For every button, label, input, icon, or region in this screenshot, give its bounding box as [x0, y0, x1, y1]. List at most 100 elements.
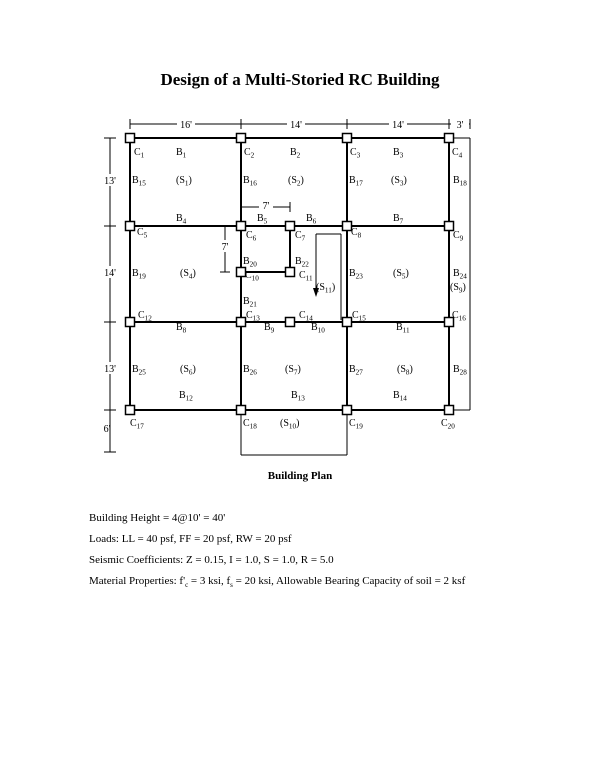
slab-label-s1: (S1): [176, 175, 192, 188]
beam-label-b2: B2: [290, 147, 301, 160]
beam-label-b22: B22: [295, 256, 309, 269]
slab-label-s8: (S8): [397, 364, 413, 377]
column-label-c9: C9: [453, 230, 464, 243]
beam-label-b17: B17: [349, 175, 363, 188]
beam-label-b20: B20: [243, 256, 257, 269]
column-label-c3: C3: [350, 147, 361, 160]
column-square: [284, 266, 296, 278]
dimension-label: 14': [104, 268, 116, 279]
column-square: [124, 316, 136, 328]
column-label-c15: C15: [352, 310, 366, 323]
column-square: [235, 220, 247, 232]
column-label-c13: C13: [246, 310, 260, 323]
column-label-c12: C12: [138, 310, 152, 323]
column-square: [443, 220, 455, 232]
design-notes: Building Height = 4@10' = 40' Loads: LL …: [89, 508, 589, 596]
stair-arrow-icon: [313, 288, 319, 297]
dimension-label: 6': [104, 424, 111, 435]
column-square: [124, 220, 136, 232]
column-square: [124, 132, 136, 144]
dimension-label: 13': [104, 364, 116, 375]
dimension-label-bg: [100, 266, 120, 278]
column-label-c18: C18: [243, 418, 257, 431]
column-label-c20: C20: [441, 418, 455, 431]
beam-label-b27: B27: [349, 364, 363, 377]
dimension-label: 3': [457, 120, 464, 131]
dimension-label: 16': [180, 120, 192, 131]
dimension-label: 7': [263, 201, 270, 212]
beam-label-b19: B19: [132, 268, 146, 281]
beam-label-b24: B24: [453, 268, 467, 281]
beam-label-b12: B12: [179, 390, 193, 403]
column-label-c6: C6: [246, 230, 257, 243]
slab-label-s11: (S11): [316, 282, 335, 295]
slab-label-s3: (S3): [391, 175, 407, 188]
beam-label-b10: B10: [311, 322, 325, 335]
column-label-c10: C10: [245, 270, 259, 283]
column-square: [341, 404, 353, 416]
dimension-label-bg: [100, 362, 120, 374]
slab-label-s6: (S6): [180, 364, 196, 377]
beam-label-b7: B7: [393, 213, 404, 226]
slab-label-s7: (S7): [285, 364, 301, 377]
beam-label-b4: B4: [176, 213, 187, 226]
beam-label-b6: B6: [306, 213, 317, 226]
column-square: [341, 316, 353, 328]
beam-label-b14: B14: [393, 390, 407, 403]
dimension-label-bg: [177, 118, 195, 129]
column-label-c14: C14: [299, 310, 313, 323]
beam-label-b18: B18: [453, 175, 467, 188]
figure-caption: Building Plan: [267, 470, 333, 482]
column-label-c1: C1: [134, 147, 145, 160]
beam-label-b16: B16: [243, 175, 257, 188]
slab-label-s4: (S4): [180, 268, 196, 281]
dimension-label: 14': [392, 120, 404, 131]
beam-label-b8: B8: [176, 322, 187, 335]
column-square: [235, 132, 247, 144]
column-label-c17: C17: [130, 418, 144, 431]
dimension-label: 13': [104, 176, 116, 187]
dimension-label-bg: [451, 118, 469, 129]
material-note: Material Properties: f'c = 3 ksi, fs = 2…: [89, 575, 466, 590]
dimension-label-bg: [259, 200, 273, 211]
beam-label-b3: B3: [393, 147, 404, 160]
beam-label-b1: B1: [176, 147, 187, 160]
column-square: [235, 266, 247, 278]
slab-label-s9: (S9): [450, 282, 466, 295]
column-label-c8: C8: [351, 227, 362, 240]
seismic-note: Seismic Coefficients: Z = 0.15, I = 1.0,…: [89, 554, 334, 566]
column-label-c16: C16: [452, 310, 466, 323]
dimension-label-bg: [219, 240, 231, 252]
beam-label-b11: B11: [396, 322, 410, 335]
page-title: Design of a Multi-Storied RC Building: [160, 70, 440, 89]
beam-label-b26: B26: [243, 364, 257, 377]
beam-label-b21: B21: [243, 296, 257, 309]
column-square: [341, 220, 353, 232]
beam-label-b25: B25: [132, 364, 146, 377]
dimension-label: 7': [222, 242, 229, 253]
column-square: [235, 316, 247, 328]
slab-label-s2: (S2): [288, 175, 304, 188]
beam-label-b5: B5: [257, 213, 268, 226]
column-label-c5: C5: [137, 227, 148, 240]
column-label-c19: C19: [349, 418, 363, 431]
dimension-label-bg: [389, 118, 407, 129]
building-height-note: Building Height = 4@10' = 40': [89, 512, 226, 524]
column-label-c2: C2: [244, 147, 255, 160]
column-label-c7: C7: [295, 230, 306, 243]
column-square: [341, 132, 353, 144]
beam-label-b23: B23: [349, 268, 363, 281]
slab-label-s10: (S10): [280, 418, 299, 431]
beam-label-b13: B13: [291, 390, 305, 403]
column-square: [284, 220, 296, 232]
column-square: [443, 316, 455, 328]
beam-label-b15: B15: [132, 175, 146, 188]
column-label-c4: C4: [452, 147, 463, 160]
dimension-label: 14': [290, 120, 302, 131]
beam-label-b9: B9: [264, 322, 275, 335]
beam-label-b28: B28: [453, 364, 467, 377]
column-square: [443, 132, 455, 144]
dimension-label-bg: [100, 174, 120, 186]
column-square: [124, 404, 136, 416]
